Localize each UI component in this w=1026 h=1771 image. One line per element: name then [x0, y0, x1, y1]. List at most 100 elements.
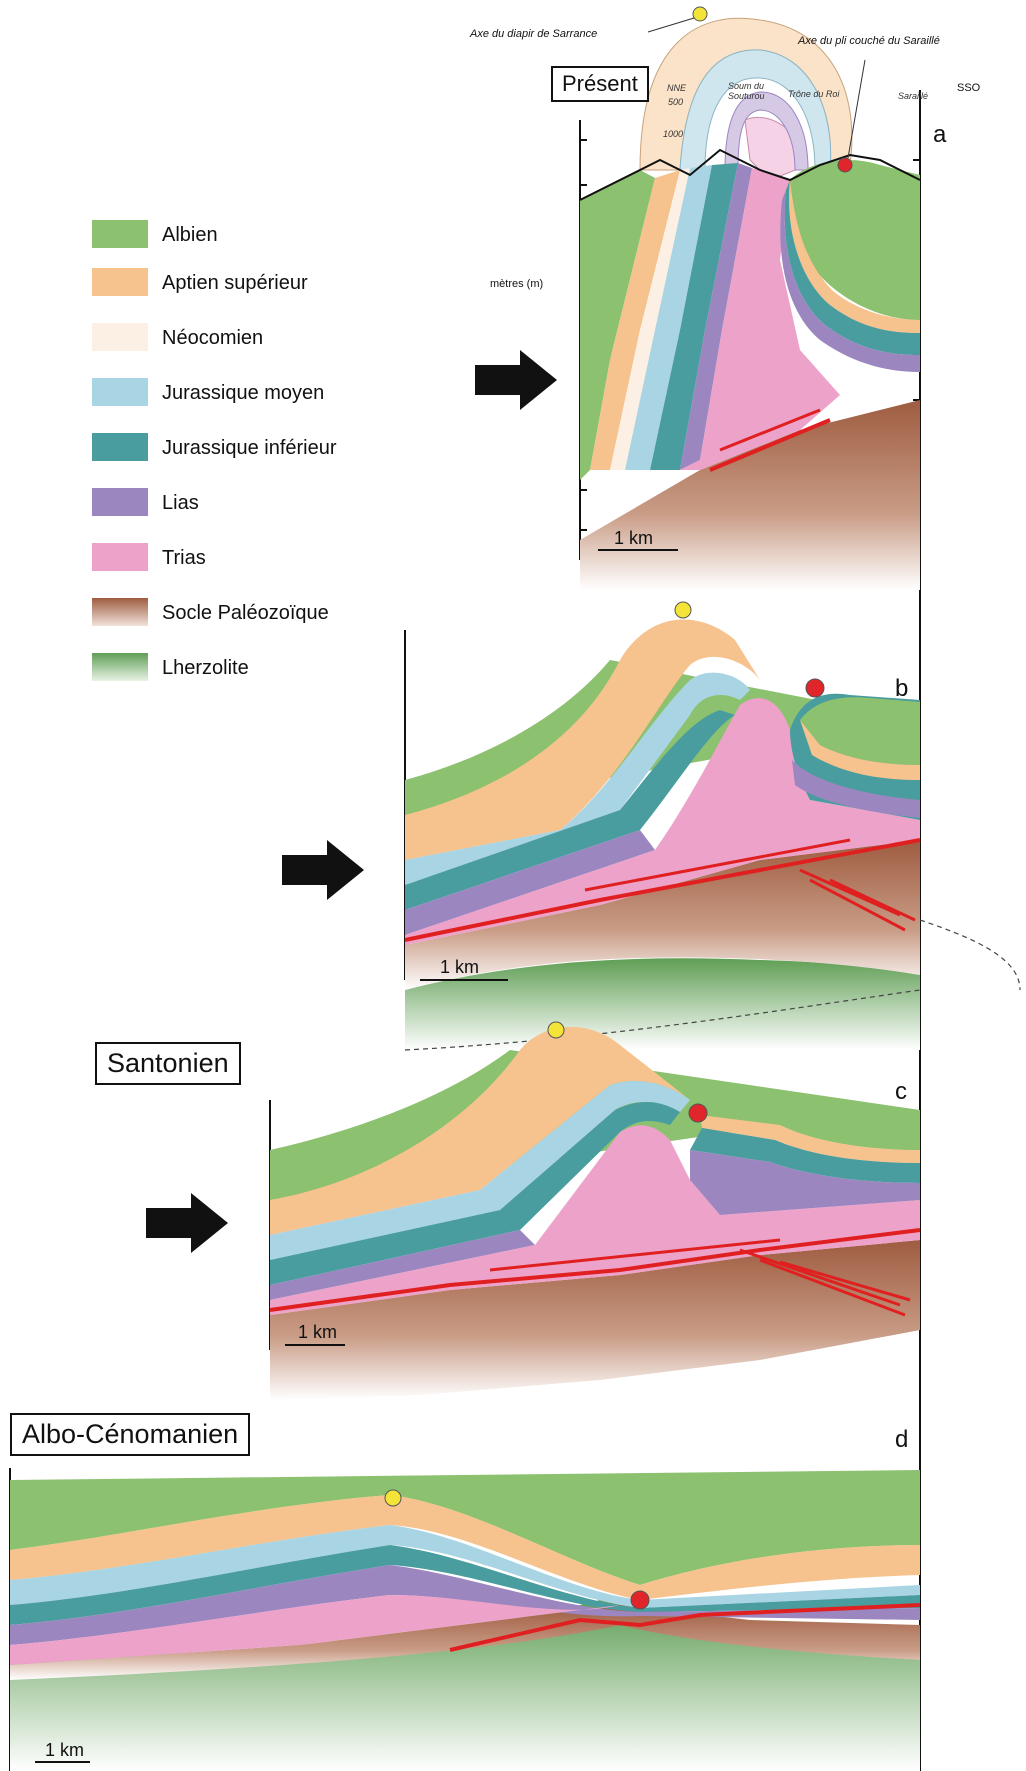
- label-diapir-axis: Axe du diapir de Sarrance: [470, 28, 598, 40]
- panel-d-lherzolite: [10, 1600, 920, 1771]
- panel-b-diapir-marker: [674, 601, 692, 619]
- panel-b-jurmoy: [405, 672, 750, 885]
- panel-c-fold-marker: [688, 1103, 708, 1123]
- swatch-lias: [92, 488, 148, 516]
- panel-a-right-aptien: [789, 180, 920, 333]
- panel-c-diapir-marker: [547, 1021, 565, 1039]
- panel-c-lias: [270, 1230, 535, 1300]
- stage-albo-cenomanien: Albo-Cénomanien: [10, 1413, 251, 1456]
- panel-b-lherzolite: [405, 958, 920, 1050]
- scale-label-d: 1 km: [45, 1740, 85, 1760]
- panel-a: [579, 6, 921, 590]
- panel-d-fault: [449, 1603, 921, 1652]
- panel-c-jurinf: [270, 1101, 680, 1285]
- panel-c-right-aptien: [700, 1115, 920, 1163]
- panel-letter-b: b: [895, 675, 909, 702]
- legend-label-socle: Socle Paléozoïque: [162, 602, 329, 624]
- label-ssw: SSO: [957, 82, 981, 94]
- panel-b-right-albien: [800, 697, 920, 765]
- arrow-icon-a: [475, 350, 557, 410]
- panel-b-dashed-outline: [404, 919, 1021, 1051]
- legend-label-lherzolite: Lherzolite: [162, 657, 249, 679]
- panel-b-jurinf: [405, 710, 735, 910]
- panel-c-socle: [270, 1240, 920, 1400]
- panel-b-trias: [405, 698, 920, 945]
- swatch-aptien: [92, 268, 148, 296]
- panel-c-fault-2: [489, 1238, 781, 1272]
- legend-swatches: [92, 220, 148, 681]
- panel-letter-c: c: [895, 1078, 907, 1105]
- label-sarraille: Saraillé: [898, 91, 929, 101]
- panel-b-lias: [405, 830, 655, 935]
- panel-a-albien-left: [580, 170, 655, 480]
- panel-a-fault-1: [709, 418, 831, 472]
- panel-b: [404, 601, 1021, 1051]
- swatch-socle: [92, 598, 148, 626]
- panel-d-jurinf: [10, 1545, 920, 1625]
- legend-label-jurmoy: Jurassique moyen: [162, 382, 325, 404]
- legend-label-jurinf: Jurassique inférieur: [162, 437, 337, 459]
- label-tick-1000: 1000: [663, 129, 684, 139]
- panel-a-neocomien-limb: [610, 168, 690, 470]
- swatch-jurmoy: [92, 378, 148, 406]
- panel-c-right-jurassic: [690, 1128, 920, 1183]
- panel-a-topography: [579, 148, 921, 201]
- panel-b-right-lias: [792, 760, 920, 818]
- panel-d-trias: [10, 1595, 620, 1665]
- swatch-trias: [92, 543, 148, 571]
- stage-present: Présent: [551, 66, 649, 102]
- panel-b-right-aptien: [800, 720, 920, 780]
- legend-label-neocomien: Néocomien: [162, 327, 264, 349]
- panel-letter-d: d: [895, 1426, 909, 1453]
- panel-d-diapir-marker: [384, 1489, 402, 1507]
- legend-label-trias: Trias: [162, 547, 206, 569]
- panel-a-jurinf-limb: [650, 163, 738, 470]
- panel-a-right-lias: [780, 190, 920, 372]
- label-soum: Soum du Souturou: [728, 81, 765, 101]
- panel-d-aptien: [10, 1495, 920, 1600]
- scale-label-b: 1 km: [440, 957, 480, 977]
- panel-a-socle: [580, 400, 920, 590]
- panel-a-trias-core: [680, 168, 840, 470]
- panel-b-fault-main: [404, 838, 921, 942]
- panel-c-trias: [270, 1125, 920, 1315]
- panel-letter-a: a: [933, 121, 947, 148]
- label-meters: mètres (m): [490, 278, 544, 290]
- legend-label-lias: Lias: [162, 492, 199, 514]
- panel-a-aptien-limb: [590, 170, 680, 470]
- panel-a-fault-2: [719, 408, 821, 452]
- label-tick-500: 500: [668, 97, 684, 107]
- panel-a-fold-marker: [837, 157, 853, 173]
- panel-b-fault-2: [584, 838, 851, 892]
- panel-c-fault-3: [739, 1248, 911, 1317]
- panel-d-fold-marker: [630, 1590, 650, 1610]
- panel-b-socle: [405, 840, 920, 990]
- arrow-icon-b: [282, 840, 364, 900]
- panel-a-right-jurassic: [784, 180, 920, 355]
- panel-a-diapir-marker: [692, 6, 708, 22]
- panel-a-jurmoy-limb: [625, 165, 712, 470]
- panel-d-lias: [10, 1565, 920, 1645]
- label-trone: Trône du Roi: [788, 89, 840, 99]
- stage-santonien: Santonien: [95, 1042, 241, 1085]
- panel-c-jurmoy: [270, 1080, 690, 1260]
- panel-c: [269, 1021, 921, 1400]
- panel-b-fold-marker: [805, 678, 825, 698]
- swatch-albien: [92, 220, 148, 248]
- panel-c-right-lias: [690, 1150, 920, 1215]
- panel-c-fault-main: [269, 1228, 921, 1312]
- panel-a-fold-leader: [847, 59, 866, 159]
- panel-b-fault-3: [799, 868, 916, 932]
- panel-d-jurmoy: [10, 1525, 920, 1608]
- panel-a-right-albien: [790, 160, 920, 320]
- panel-a-diapir-leader: [647, 17, 695, 33]
- panel-d-albien: [10, 1470, 920, 1585]
- panel-b-aptien: [405, 619, 760, 860]
- swatch-jurinf: [92, 433, 148, 461]
- swatch-neocomien: [92, 323, 148, 351]
- panel-d-socle: [10, 1605, 920, 1680]
- arrow-icon-c: [146, 1193, 228, 1253]
- panel-c-right-albien: [690, 1100, 920, 1150]
- scale-label-c: 1 km: [298, 1322, 338, 1342]
